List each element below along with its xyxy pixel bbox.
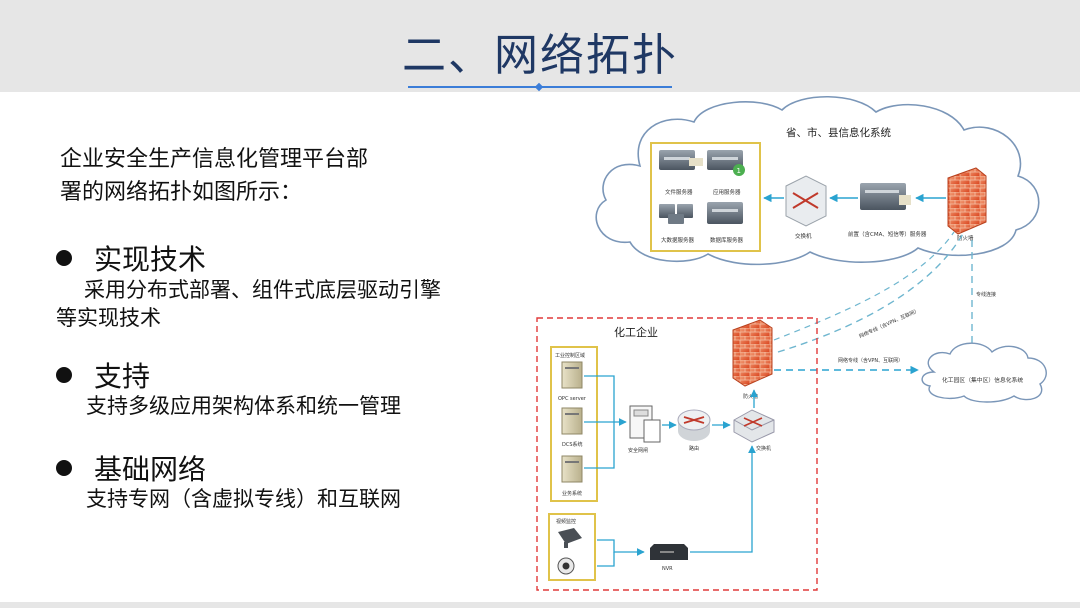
- link-right-label: 专线连接: [976, 291, 996, 298]
- ctrl-item-label: OPC server: [558, 396, 587, 402]
- link-enterprise-to-top: [777, 231, 965, 353]
- link-opc-to-gateway: [584, 375, 615, 424]
- db-server: [707, 202, 743, 224]
- front-server-label: 前置（含CMA、短信等）服务器: [848, 230, 927, 238]
- park-cloud: [921, 342, 1047, 403]
- park-cloud-label: 化工园区（集中区）信息化系统: [942, 376, 1023, 384]
- security-gateway-icon: [629, 405, 661, 443]
- top-switch-label: 交换机: [795, 232, 812, 240]
- app-server: 1: [707, 150, 745, 176]
- file-server: [659, 150, 703, 170]
- server-label: 应用服务器: [713, 188, 741, 196]
- camera-icon: [558, 528, 582, 548]
- bullet-dot: [56, 460, 72, 476]
- bullet-desc-line: 采用分布式部署、组件式底层驱动引擎: [84, 278, 441, 302]
- intro-line-1: 企业安全生产信息化管理平台部: [60, 147, 369, 172]
- bullet-heading: 支持: [94, 360, 151, 393]
- bottom-firewall-label: 防火墙: [743, 393, 758, 400]
- intro-text: 企业安全生产信息化管理平台部 署的网络拓扑如图所示：: [60, 143, 460, 209]
- front-server-icon: [860, 183, 911, 210]
- bullet-network: 基础网络: [56, 448, 206, 488]
- intro-line-2: 署的网络拓扑如图所示：: [60, 180, 303, 205]
- server-label: 文件服务器: [665, 188, 693, 196]
- dcs-system-tower: [561, 407, 583, 435]
- server-label: 大数据服务器: [661, 236, 695, 244]
- bullet-support: 支持: [56, 355, 150, 395]
- bottom-switch-icon: [733, 409, 775, 443]
- bullet-desc-line: 支持专网（含虚拟专线）和互联网: [86, 487, 401, 511]
- bullet-implementation: 实现技术: [56, 238, 206, 278]
- bullet-desc-line: 支持多级应用架构体系和统一管理: [86, 394, 401, 418]
- bottom-firewall-icon: [732, 319, 773, 387]
- top-switch-icon: [785, 175, 827, 227]
- server-group-box: [650, 142, 761, 252]
- router-label: 路由: [689, 445, 699, 452]
- video-zone-label: 视频监控: [556, 518, 576, 525]
- link-biz-to-gateway: [584, 424, 615, 469]
- control-zone-label: 工业控制区域: [555, 352, 585, 359]
- header-band: [0, 0, 1080, 92]
- bullet-dot: [56, 250, 72, 266]
- nvr-icon: [650, 544, 688, 560]
- business-system-tower: [561, 455, 583, 483]
- top-firewall-icon: [947, 167, 987, 235]
- provincial-cloud: [595, 95, 1040, 266]
- nvr-label: NVR: [662, 566, 673, 572]
- status-badge: 1: [737, 167, 741, 175]
- bullet-heading: 实现技术: [94, 243, 207, 276]
- enterprise-boundary: [536, 317, 818, 591]
- router-icon: [677, 409, 711, 441]
- top-firewall-label: 防火墙: [957, 234, 974, 242]
- bullet-heading: 基础网络: [94, 453, 207, 486]
- control-zone-box: [550, 346, 598, 502]
- ctrl-item-label: 业务系统: [562, 490, 582, 497]
- link-enterprise-to-top-2: [773, 231, 955, 341]
- link-dome-to-nvr: [597, 552, 615, 567]
- ctrl-item-label: DCS系统: [562, 441, 583, 448]
- video-zone-box: [548, 513, 596, 581]
- bullet-dot: [56, 367, 72, 383]
- gateway-label: 安全网闸: [628, 447, 648, 454]
- link-diag-label: 网络专线（含VPN、互联网）: [858, 307, 920, 340]
- bigdata-server: [659, 204, 693, 224]
- dome-camera-icon: [557, 557, 575, 575]
- provincial-cloud-label: 省、市、县信息化系统: [786, 126, 891, 139]
- link-nvr-to-switch: [690, 445, 756, 553]
- link-mid-label: 网络专线（含VPN、互联网）: [838, 357, 903, 364]
- bullet-desc-line: 等实现技术: [56, 306, 161, 330]
- page-title: 二、网络拓扑: [402, 30, 678, 81]
- footer-band: [0, 602, 1080, 608]
- server-label: 数据库服务器: [710, 236, 744, 244]
- bottom-switch-label: 交换机: [756, 445, 771, 452]
- enterprise-label: 化工企业: [614, 325, 658, 339]
- opc-server-tower: [561, 361, 583, 389]
- link-camera-to-nvr: [597, 539, 645, 556]
